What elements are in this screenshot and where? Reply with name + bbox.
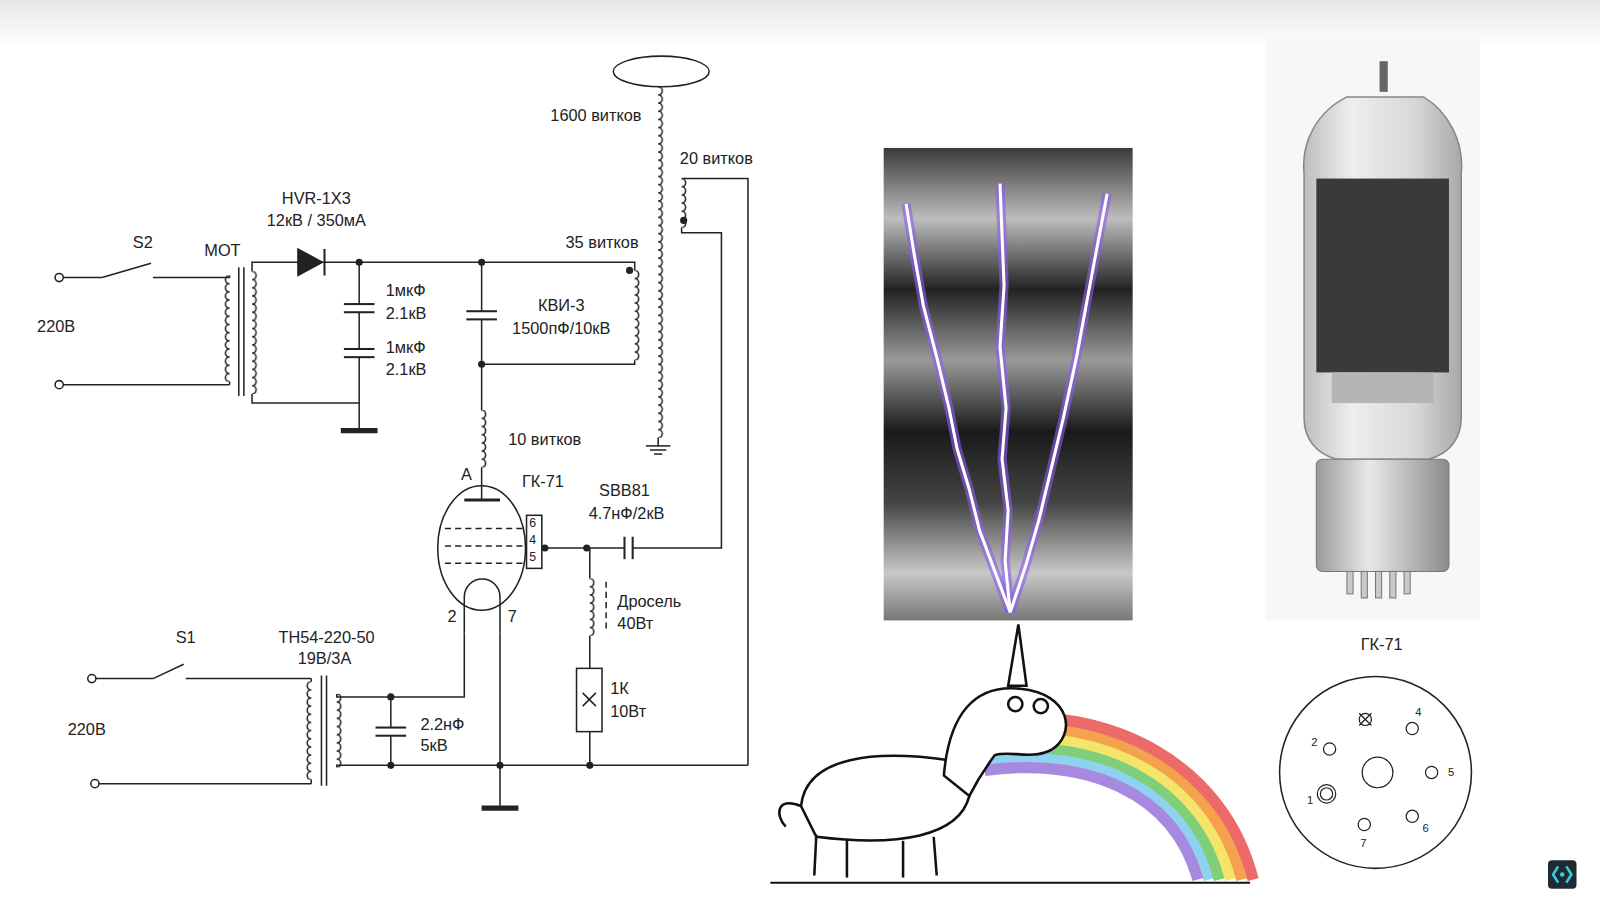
part-label: 1500пФ/10кВ — [512, 320, 610, 338]
pin-number: 6 — [1422, 823, 1428, 834]
part-label: 40Вт — [617, 614, 653, 632]
part-label: 20 витков — [680, 150, 753, 168]
part-label: S2 — [133, 234, 153, 252]
part-label: 10Вт — [610, 702, 646, 720]
part-label: 220В — [68, 721, 106, 739]
part-label: 12кВ / 350мА — [267, 211, 366, 229]
part-label: 5кВ — [420, 737, 447, 755]
part-label: 10 витков — [508, 431, 581, 449]
part-label: ГК-71 — [1361, 636, 1403, 654]
part-label: 1мкФ — [386, 282, 426, 300]
part-label: 2 — [447, 607, 456, 625]
pin-number: 7 — [1360, 838, 1366, 849]
part-label: 1мкФ — [386, 339, 426, 357]
pin-number: 4 — [529, 534, 536, 546]
pin-number: 2 — [1311, 737, 1317, 748]
part-label: S1 — [176, 629, 196, 647]
part-label: 4.7нФ/2кВ — [589, 504, 665, 522]
part-label: 1600 витков — [550, 106, 641, 124]
part-label: Дросель — [617, 593, 681, 611]
pin-number: 4 — [1415, 707, 1421, 718]
channel-logo — [1548, 860, 1577, 889]
part-label: 7 — [508, 607, 517, 625]
part-label: 2.1кВ — [386, 304, 427, 322]
pin-number: 1 — [1307, 794, 1313, 805]
part-label: 2.2нФ — [420, 716, 464, 734]
part-label: SBB81 — [599, 482, 650, 500]
node-outline — [437, 485, 547, 612]
node-outline — [1279, 676, 1473, 870]
part-label: ТН54-220-50 — [278, 629, 374, 647]
part-label: КВИ-3 — [538, 297, 585, 315]
tube-photo — [1265, 39, 1479, 621]
part-label: 2.1кВ — [386, 360, 427, 378]
tube-envelope: 6 4 5 — [437, 485, 547, 612]
part-label: HVR-1X3 — [282, 190, 351, 208]
pin-number: 5 — [1448, 767, 1454, 778]
part-label: 19В/3А — [298, 650, 352, 668]
pin-number: 6 — [529, 516, 536, 528]
discharge-photo — [884, 148, 1133, 620]
pin-number: 5 — [529, 551, 536, 563]
part-label: 220В — [37, 318, 75, 336]
part-label: MOT — [204, 242, 240, 260]
part-label: А — [461, 466, 472, 484]
part-label: 35 витков — [566, 234, 639, 252]
part-label: ГК-71 — [522, 473, 564, 491]
unicorn-illustration — [770, 624, 1253, 882]
socket-pinout: 4 2 5 1 6 7 — [1279, 676, 1473, 870]
part-label: 1К — [610, 680, 629, 698]
